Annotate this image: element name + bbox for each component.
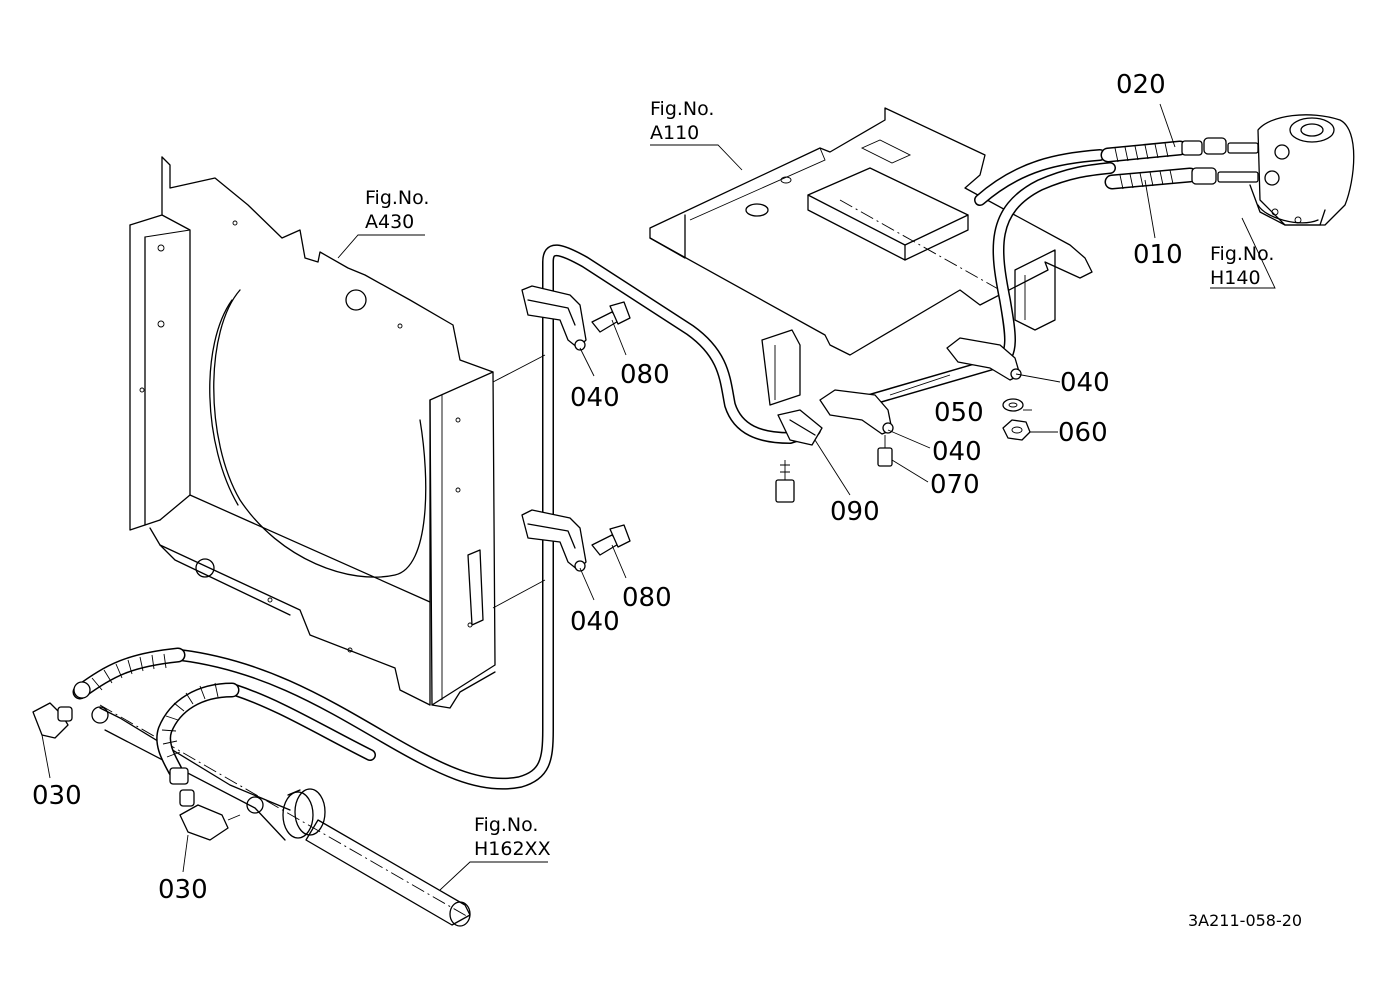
hydraulic-pump bbox=[1249, 114, 1355, 226]
hose-020 bbox=[1100, 137, 1259, 163]
callout-060: 060 bbox=[1058, 418, 1108, 448]
callout-030-left: 030 bbox=[32, 781, 82, 811]
fig-ref-a110: Fig.No. A110 bbox=[650, 97, 714, 145]
callout-080-upper: 080 bbox=[620, 360, 670, 390]
fig-ref-h162xx-line2: H162XX bbox=[474, 838, 551, 860]
clamp-040-lower bbox=[521, 509, 587, 572]
fig-ref-h162xx-line1: Fig.No. bbox=[474, 814, 539, 836]
fig-ref-h140-line2: H140 bbox=[1210, 267, 1261, 289]
callout-090: 090 bbox=[830, 497, 880, 527]
callout-010: 010 bbox=[1133, 240, 1183, 270]
elbow-fitting-030-a bbox=[32, 681, 91, 739]
steering-cylinder bbox=[91, 704, 471, 927]
washer-050 bbox=[1002, 398, 1024, 412]
callout-040-lower: 040 bbox=[570, 607, 620, 637]
fig-ref-h140-line1: Fig.No. bbox=[1210, 243, 1275, 265]
elbow-fitting-030-b bbox=[179, 789, 241, 841]
fig-ref-a430-line1: Fig.No. bbox=[365, 187, 430, 209]
clamp-040-mid bbox=[819, 389, 894, 435]
callout-050: 050 bbox=[934, 398, 984, 428]
bolt-070 bbox=[877, 435, 893, 467]
bolt-080-upper bbox=[591, 301, 631, 333]
callout-040-upper: 040 bbox=[570, 383, 620, 413]
nut-060 bbox=[1002, 419, 1031, 441]
callout-080-lower: 080 bbox=[622, 583, 672, 613]
fig-ref-a430: Fig.No. A430 bbox=[365, 186, 429, 234]
hose-010 bbox=[1104, 167, 1259, 190]
clamp-040-upper bbox=[521, 285, 587, 351]
callout-040-right: 040 bbox=[1060, 368, 1110, 398]
callout-030-bottom: 030 bbox=[158, 875, 208, 905]
leader-lines bbox=[41, 103, 1276, 891]
cylinder-hoses bbox=[72, 647, 240, 785]
callout-070: 070 bbox=[930, 470, 980, 500]
fig-ref-a110-line2: A110 bbox=[650, 122, 700, 144]
callout-020: 020 bbox=[1116, 70, 1166, 100]
clamp-090 bbox=[777, 409, 823, 446]
fig-ref-h162xx: Fig.No. H162XX bbox=[474, 813, 551, 861]
floor-plate bbox=[649, 107, 1093, 406]
hydraulic-lines bbox=[174, 149, 1116, 790]
fig-ref-a430-line2: A430 bbox=[365, 211, 415, 233]
fig-ref-a110-line1: Fig.No. bbox=[650, 98, 715, 120]
callout-040-mid: 040 bbox=[932, 437, 982, 467]
fig-ref-h140: Fig.No. H140 bbox=[1210, 242, 1274, 290]
drawing-code: 3A211-058-20 bbox=[1188, 911, 1303, 930]
bolt-left bbox=[775, 460, 795, 503]
bolt-080-lower bbox=[591, 524, 631, 556]
radiator-shroud bbox=[129, 156, 496, 709]
